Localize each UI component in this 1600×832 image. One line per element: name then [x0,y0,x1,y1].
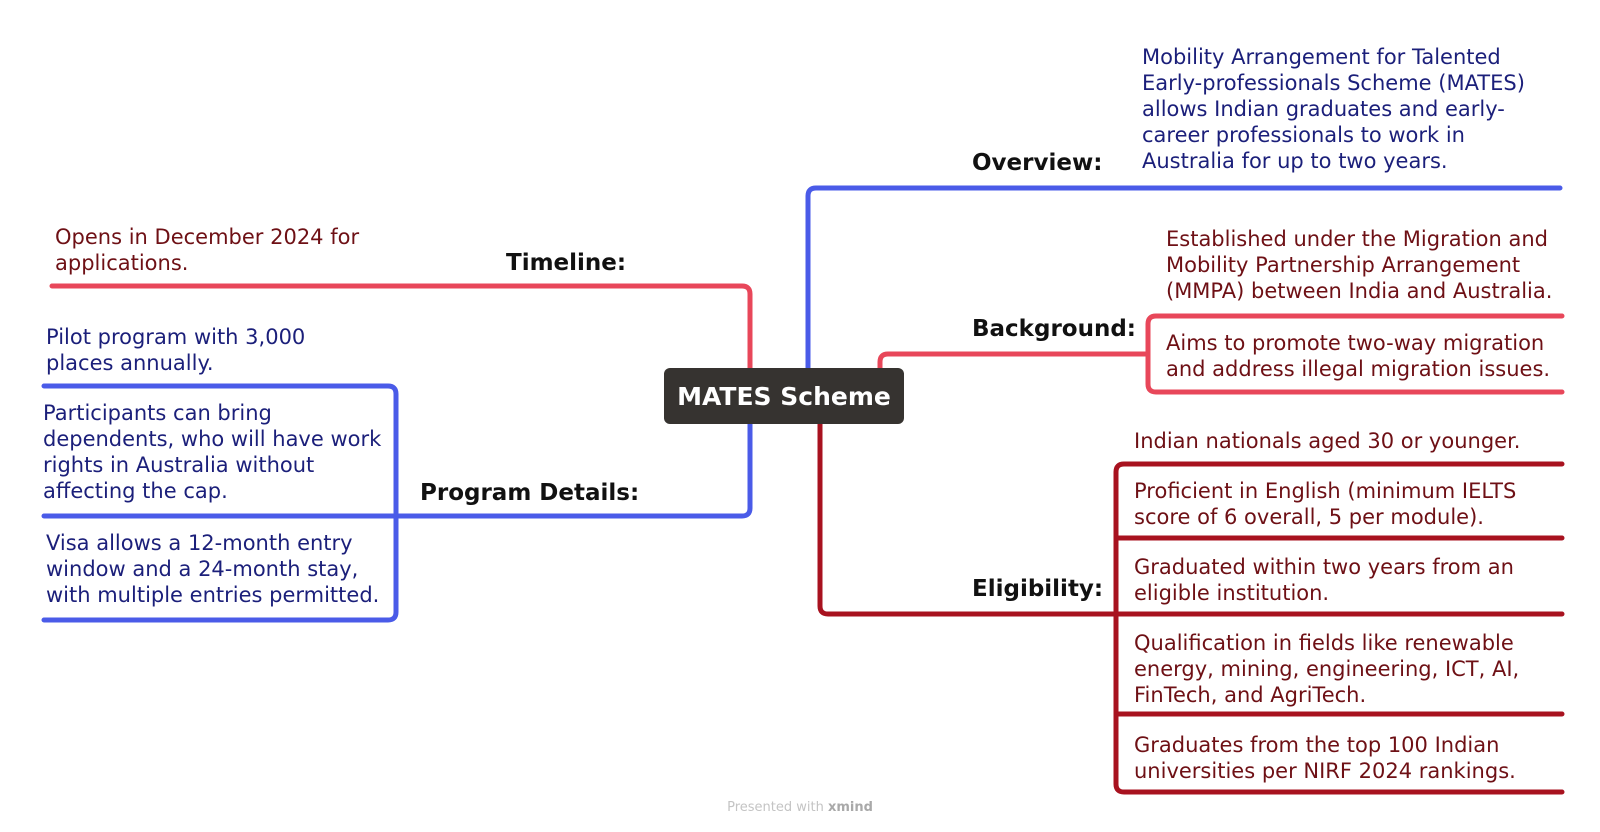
bracket-eligibility [1113,461,1565,795]
eligibility-item-4[interactable]: Qualification in fields like renewable e… [1134,631,1520,707]
eligibility-item-2[interactable]: Proficient in English (minimum IELTS sco… [1134,479,1517,529]
connector-timeline [49,283,753,373]
branch-label-background[interactable]: Background: [972,316,1136,342]
eligibility-item-1[interactable]: Indian nationals aged 30 or younger. [1134,429,1521,453]
central-topic[interactable]: MATES Scheme [664,368,904,424]
connector-eligibility [817,421,1117,617]
eligibility-item-5[interactable]: Graduates from the top 100 Indian univer… [1134,733,1516,783]
connector-background [877,351,1149,373]
background-item-2[interactable]: Aims to promote two-way migration and ad… [1166,331,1551,381]
eligibility-item-3[interactable]: Graduated within two years from an eligi… [1134,555,1514,605]
timeline-text[interactable]: Opens in December 2024 for applications. [55,225,360,275]
xmind-logo: xmind [827,800,873,815]
connector-overview [805,185,1563,373]
branch-label-eligibility[interactable]: Eligibility: [972,576,1104,602]
branch-label-program-details[interactable]: Program Details: [420,480,640,506]
bracket-background [1145,313,1565,395]
program-details-item-3[interactable]: Visa allows a 12-month entry window and … [46,531,380,607]
bracket-program-details [41,383,399,623]
program-details-item-2[interactable]: Participants can bring dependents, who w… [43,401,382,503]
connector-program-details [389,421,753,519]
branch-label-timeline[interactable]: Timeline: [506,250,627,276]
program-details-item-1[interactable]: Pilot program with 3,000 places annually… [46,325,306,375]
footer-prefix: Presented with [727,800,824,815]
background-item-1[interactable]: Established under the Migration and Mobi… [1166,227,1553,303]
footer-attribution: Presented with xmind [0,800,1600,815]
overview-text[interactable]: Mobility Arrangement for Talented Early-… [1142,45,1525,173]
branch-label-overview[interactable]: Overview: [972,150,1103,176]
